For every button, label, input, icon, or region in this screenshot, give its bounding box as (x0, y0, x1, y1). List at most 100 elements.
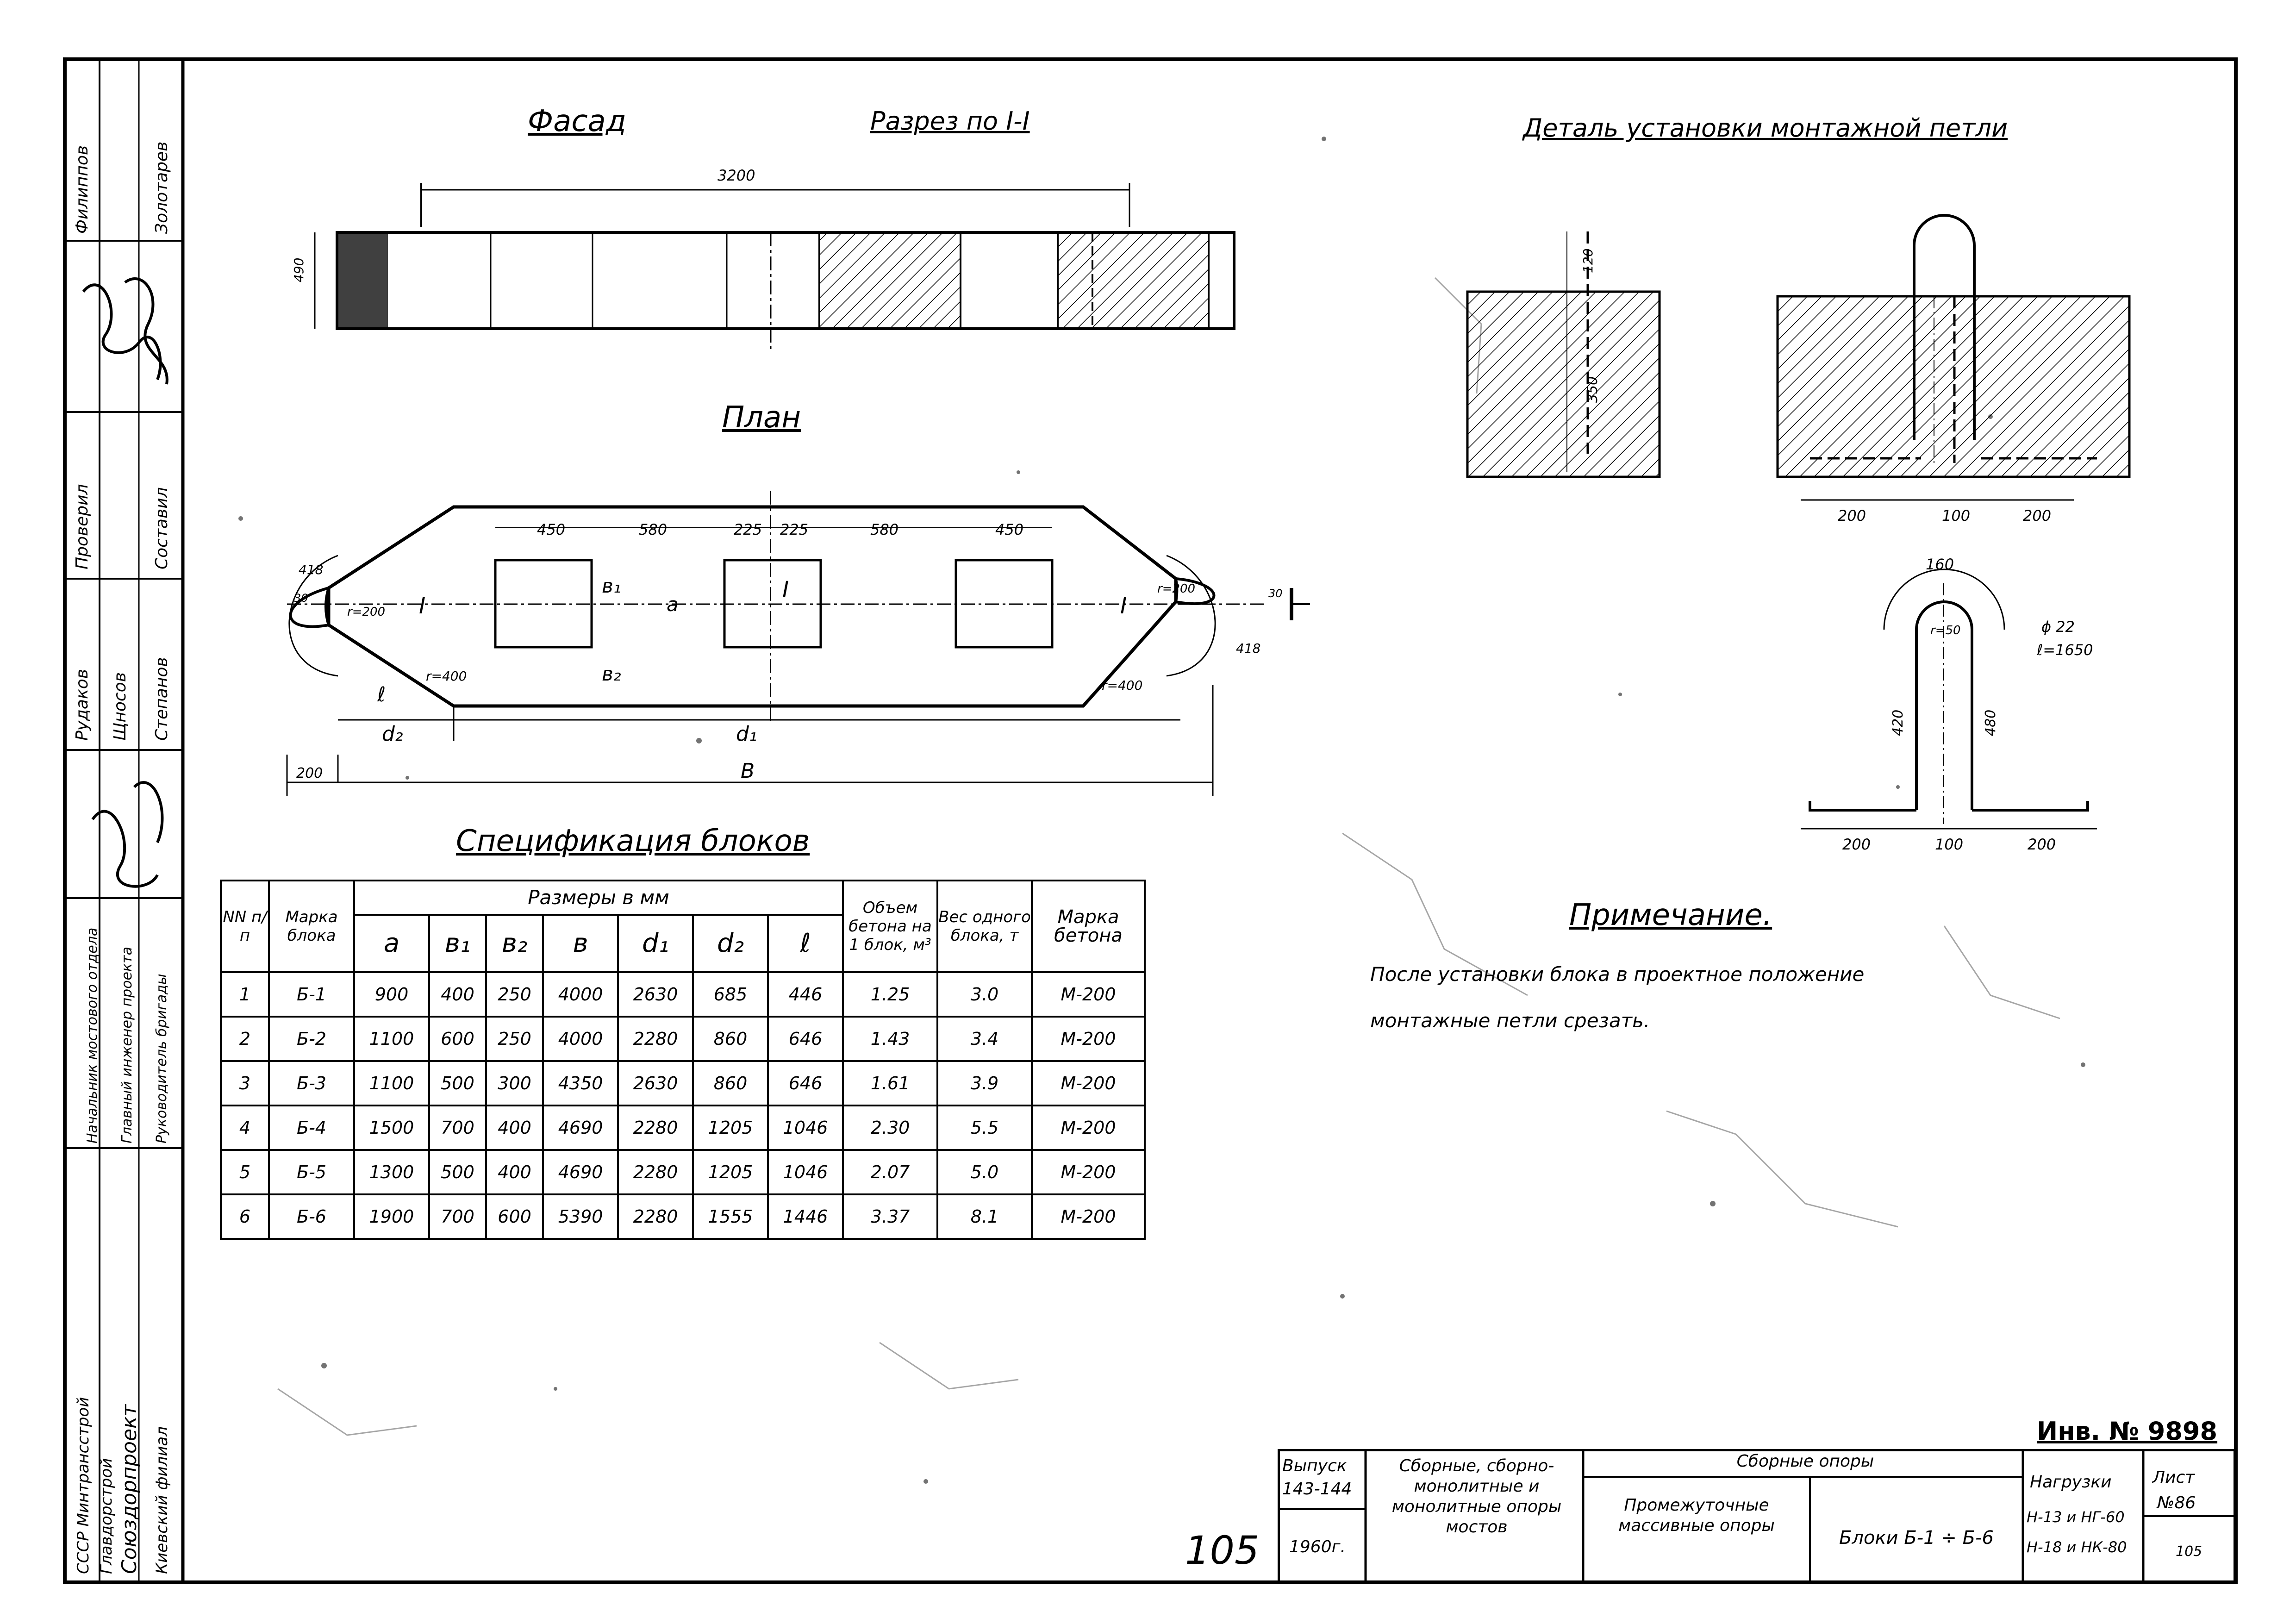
cell-b1: 500 (428, 1060, 487, 1106)
col-l: ℓ (767, 914, 844, 973)
facade-drawing: 3200 490 (291, 167, 1235, 352)
table-row: 3 Б-3 1100 500 300 4350 2630 860 646 1.6… (220, 1060, 1146, 1106)
stamp-loads-2: Н-18 и НК-80 (2027, 1538, 2127, 1556)
plan-radius-400-left: r=400 (426, 668, 467, 684)
plan-radius-400-right: r=400 (1102, 678, 1142, 693)
cell-volume: 3.37 (842, 1193, 938, 1240)
cell-b: 5390 (542, 1193, 619, 1240)
cell-b1: 600 (428, 1016, 487, 1062)
cell-b: 4350 (542, 1060, 619, 1106)
note-line-2: монтажные петли срезать. (1370, 1009, 1650, 1032)
cell-num: 5 (220, 1149, 270, 1195)
detail-dim-100-a: 100 (1942, 507, 1970, 525)
side-role-leader: Руководитель бригады (154, 974, 170, 1143)
cell-a: 900 (353, 971, 430, 1018)
cell-num: 3 (220, 1060, 270, 1106)
facade-length-label: 3200 (718, 167, 755, 184)
cell-d1: 2280 (617, 1105, 694, 1151)
cell-l: 1046 (767, 1149, 844, 1195)
cell-b: 4690 (542, 1105, 619, 1151)
cell-d1: 2630 (617, 1060, 694, 1106)
cell-weight: 5.5 (936, 1105, 1033, 1151)
side-org-3: Союздорпроект (118, 1404, 141, 1574)
cell-b2: 250 (485, 1016, 544, 1062)
loop-dim-480: 480 (1983, 710, 1999, 736)
cell-d2: 860 (692, 1060, 769, 1106)
cell-l: 1446 (767, 1193, 844, 1240)
heading-detail: Деталь установки монтажной петли (1523, 113, 2008, 143)
plan-radius-200-right: r=200 (1157, 582, 1195, 596)
plan-dim-418-left: 418 (299, 562, 323, 577)
cell-mark: Б-5 (268, 1149, 355, 1195)
plan-label-d2: d₂ (382, 722, 403, 746)
heading-specification: Спецификация блоков (456, 824, 810, 858)
cell-num: 1 (220, 971, 270, 1018)
specification-table: NN п/п Марка блока Размеры в мм Объем бе… (220, 880, 1146, 1240)
loop-radius-50: r=50 (1930, 624, 1961, 637)
loop-dim-160: 160 (1926, 556, 1954, 573)
cell-d2: 1555 (692, 1193, 769, 1240)
heading-note: Примечание. (1569, 898, 1772, 932)
title-block-grid (1278, 1449, 2236, 1583)
col-d2: d₂ (692, 914, 769, 973)
heading-plan: План (722, 400, 801, 435)
cell-mark: Б-3 (268, 1060, 355, 1106)
cell-a: 1500 (353, 1105, 430, 1151)
col-sizes: Размеры в мм (353, 880, 844, 916)
cell-b: 4690 (542, 1149, 619, 1195)
stamp-sheet-value: №86 (2157, 1493, 2196, 1512)
plan-dim-225-a: 225 (734, 521, 762, 538)
inventory-number: Инв. № 9898 (2037, 1417, 2218, 1446)
detail-dim-350: 350 (1585, 376, 1601, 403)
plan-label-b2: в₂ (602, 662, 621, 685)
table-row: 6 Б-6 1900 700 600 5390 2280 1555 1446 3… (220, 1193, 1146, 1240)
table-row: 2 Б-2 1100 600 250 4000 2280 860 646 1.4… (220, 1016, 1146, 1062)
plan-dim-580-right: 580 (870, 521, 898, 538)
cell-mark: Б-6 (268, 1193, 355, 1240)
stamp-year: 1960г. (1289, 1537, 1346, 1556)
plan-radius-200-left: r=200 (347, 605, 385, 619)
loop-dim-200-b: 200 (2028, 836, 2056, 853)
cell-weight: 3.0 (936, 971, 1033, 1018)
plan-dim-200: 200 (296, 765, 323, 781)
stamp-issue-label: Выпуск (1282, 1456, 1347, 1475)
cell-num: 6 (220, 1193, 270, 1240)
stamp-title-2: Сборные опоры (1736, 1452, 1874, 1471)
plan-label-b1: в₁ (602, 575, 621, 597)
cell-weight: 8.1 (936, 1193, 1033, 1240)
stamp-issue-value: 143-144 (1282, 1480, 1352, 1499)
cell-b2: 600 (485, 1193, 544, 1240)
table-row: 1 Б-1 900 400 250 4000 2630 685 446 1.25… (220, 971, 1146, 1018)
plan-dim-30-right: 30 (1268, 587, 1283, 600)
heading-section: Разрез по I-I (870, 106, 1030, 136)
cell-d2: 860 (692, 1016, 769, 1062)
page-number: 105 (1185, 1528, 1260, 1573)
col-weight: Вес одного блока, т (936, 880, 1033, 973)
signatures (82, 277, 168, 888)
cell-b: 4000 (542, 971, 619, 1018)
table-row: 5 Б-5 1300 500 400 4690 2280 1205 1046 2… (220, 1149, 1146, 1195)
facade-height-label: 490 (291, 258, 306, 282)
cell-b: 4000 (542, 1016, 619, 1062)
detail-drawing: 120 350 200 100 200 160 r=50 ϕ 22 ℓ=1650… (1466, 214, 2131, 853)
cell-d1: 2280 (617, 1016, 694, 1062)
cell-concrete: М-200 (1031, 1060, 1146, 1106)
cell-d1: 2630 (617, 971, 694, 1018)
col-mark: Марка блока (268, 880, 355, 973)
plan-dim-418-right: 418 (1236, 641, 1260, 656)
plan-label-a: a (667, 593, 679, 616)
cell-concrete: М-200 (1031, 1016, 1146, 1062)
loop-diameter: ϕ 22 (2041, 618, 2075, 636)
plan-label-B: B (741, 759, 755, 783)
cell-d2: 1205 (692, 1105, 769, 1151)
plan-section-mark-left: I (419, 593, 425, 619)
cell-volume: 2.30 (842, 1105, 938, 1151)
cell-weight: 3.9 (936, 1060, 1033, 1106)
cell-weight: 5.0 (936, 1149, 1033, 1195)
cell-a: 1100 (353, 1060, 430, 1106)
side-name-zolotarev: Золотарев (152, 141, 171, 234)
table-header-row: NN п/п Марка блока Размеры в мм Объем бе… (220, 880, 1146, 973)
col-a: a (353, 914, 430, 973)
table-row: 4 Б-4 1500 700 400 4690 2280 1205 1046 2… (220, 1105, 1146, 1151)
